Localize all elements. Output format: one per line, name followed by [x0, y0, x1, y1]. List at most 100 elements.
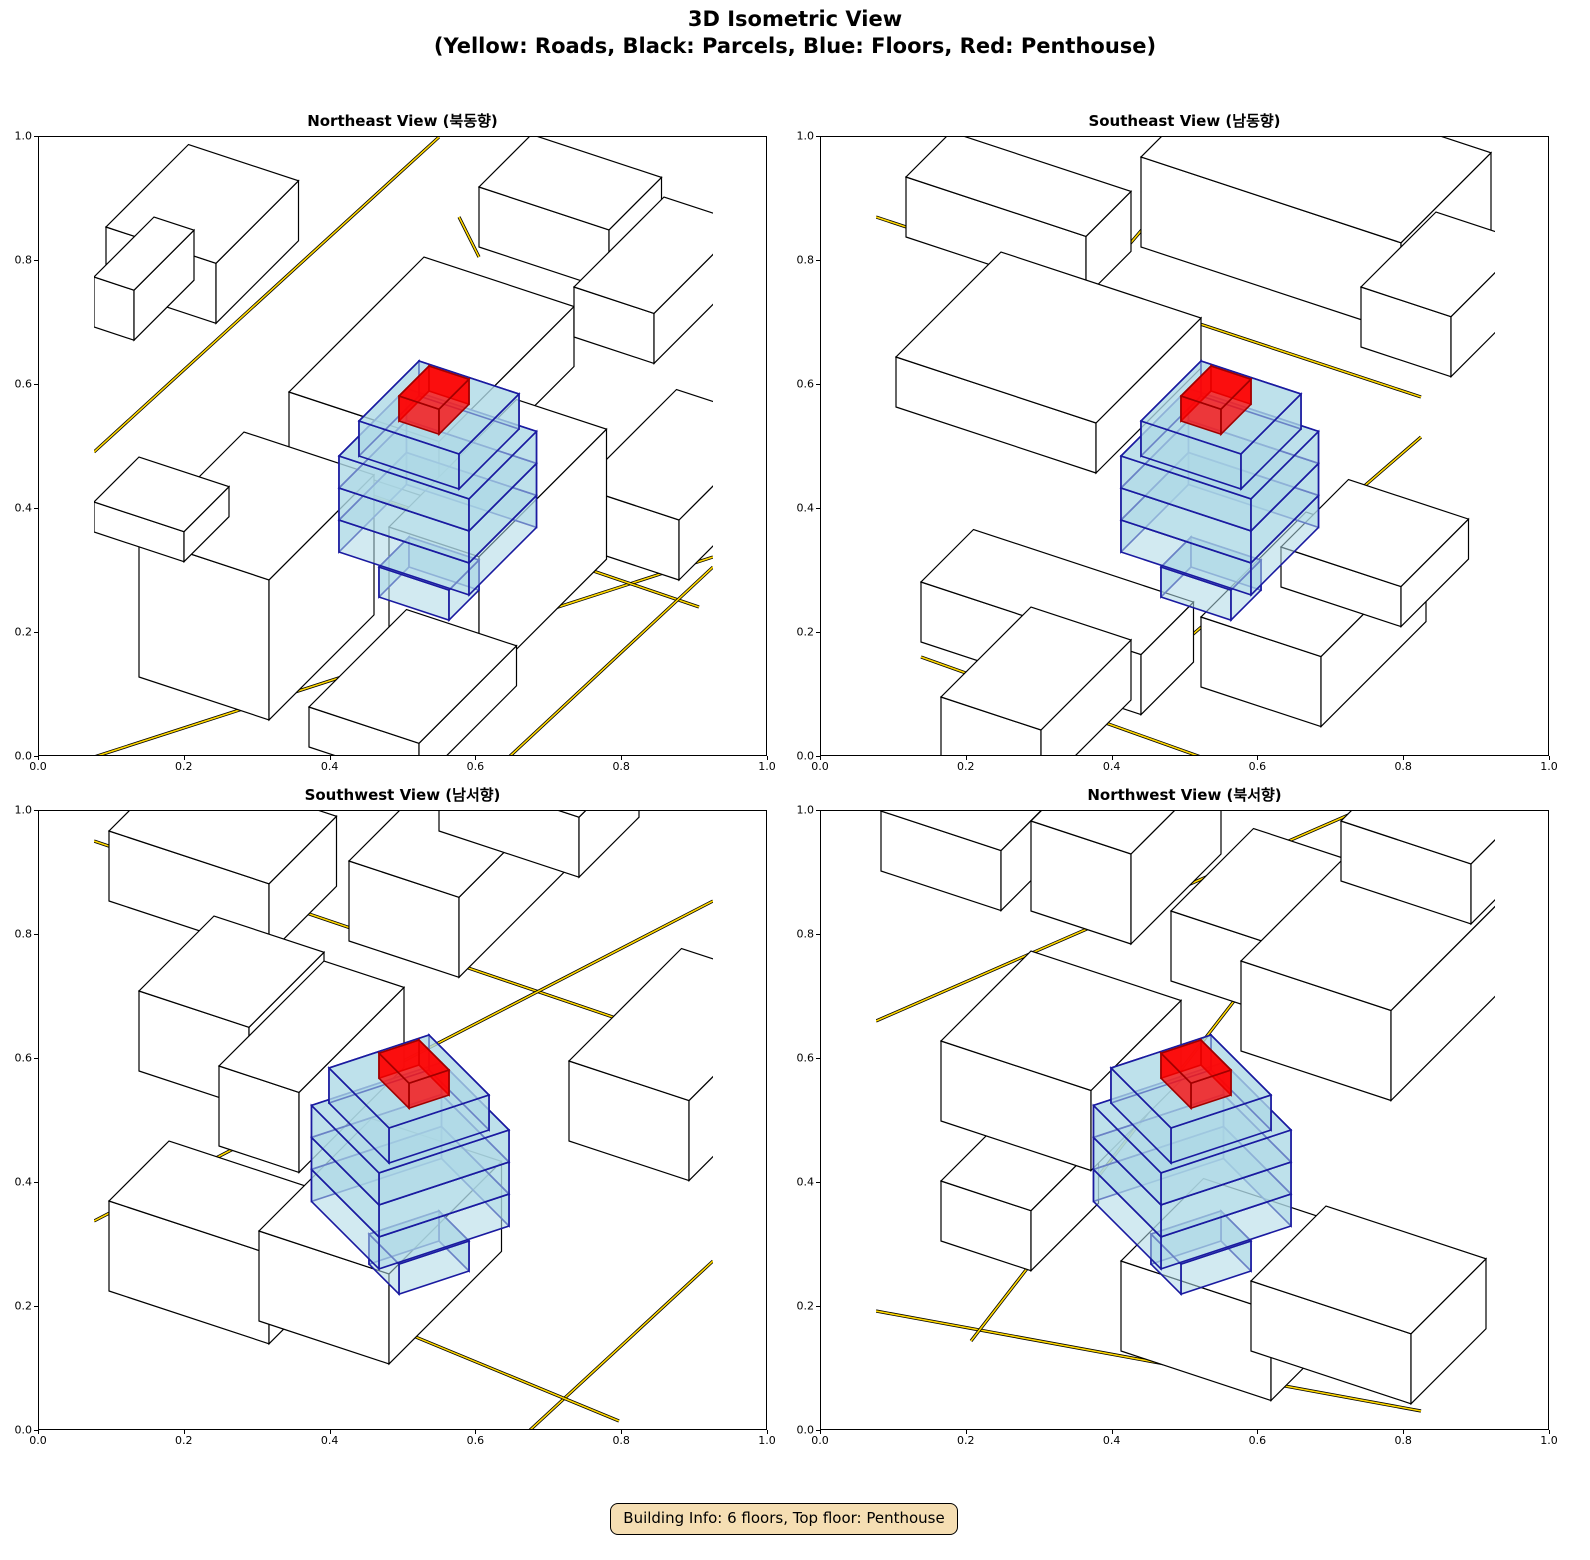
parcel-building: [939, 950, 1183, 1172]
parcel-building: [939, 1112, 1100, 1273]
x-tick-mark: [965, 756, 967, 760]
parcel-building: [438, 811, 640, 879]
panel-title-northwest: Northwest View (북서향): [1087, 786, 1282, 804]
x-tick-mark: [1257, 756, 1259, 760]
x-tick-label: 0.6: [1248, 760, 1267, 773]
x-tick-label: 0.4: [1102, 760, 1121, 773]
y-tick-label: 0.8: [796, 253, 815, 267]
x-tick-mark: [1403, 1430, 1405, 1434]
x-tick-mark: [329, 756, 331, 760]
x-tick-mark: [767, 756, 768, 760]
parcel-building: [1279, 478, 1470, 629]
y-tick-label: 0.0: [14, 1423, 33, 1437]
x-tick-label: 0.4: [320, 1434, 339, 1447]
y-tick-mark: [816, 1430, 820, 1431]
axes-southwest: [38, 810, 767, 1430]
y-tick-mark: [34, 136, 38, 137]
parcel-building: [1339, 811, 1495, 926]
panel-title-southwest: Southwest View (남서향): [304, 786, 501, 804]
x-tick-mark: [1111, 1430, 1113, 1434]
penthouse: [377, 1038, 451, 1111]
x-tick-mark: [1549, 1430, 1550, 1434]
panel-title-southeast: Southeast View (남동향): [1088, 112, 1281, 130]
building-info-box: Building Info: 6 floors, Top floor: Pent…: [610, 1503, 958, 1535]
parcel-building: [94, 216, 196, 342]
y-tick-label: 0.4: [796, 1175, 815, 1189]
parcel-building: [307, 608, 518, 755]
x-tick-mark: [621, 1430, 623, 1434]
y-tick-label: 1.0: [14, 803, 33, 817]
x-tick-mark: [621, 756, 623, 760]
x-tick-label: 0.0: [29, 1434, 47, 1447]
y-tick-label: 0.4: [14, 501, 33, 515]
x-tick-label: 1.0: [758, 760, 776, 773]
y-tick-label: 0.4: [796, 501, 815, 515]
y-tick-mark: [816, 934, 820, 935]
y-tick-mark: [34, 756, 38, 757]
title-line-2: (Yellow: Roads, Black: Parcels, Blue: Fl…: [433, 34, 1157, 58]
x-tick-label: 1.0: [1540, 760, 1558, 773]
x-tick-label: 0.6: [466, 760, 485, 773]
x-tick-label: 0.6: [1248, 1434, 1267, 1447]
x-tick-mark: [183, 1430, 185, 1434]
y-tick-mark: [34, 1182, 38, 1183]
x-tick-label: 0.0: [811, 1434, 829, 1447]
panel-title-northeast: Northeast View (북동향): [307, 112, 498, 130]
y-tick-label: 0.2: [14, 625, 33, 639]
y-tick-label: 0.0: [796, 749, 815, 763]
y-tick-label: 1.0: [796, 129, 815, 143]
parcel-building: [939, 606, 1133, 755]
x-tick-label: 1.0: [758, 1434, 776, 1447]
x-tick-label: 0.8: [1394, 1434, 1412, 1447]
x-tick-label: 0.2: [957, 1434, 975, 1447]
y-tick-mark: [816, 1182, 820, 1183]
y-tick-mark: [34, 508, 38, 509]
y-tick-label: 0.6: [796, 377, 815, 391]
y-tick-mark: [816, 384, 820, 385]
y-tick-mark: [816, 1058, 820, 1059]
parcel-building: [1359, 211, 1495, 379]
penthouse: [397, 364, 471, 437]
x-tick-mark: [183, 756, 185, 760]
parcel-building: [894, 251, 1203, 475]
penthouse: [1179, 364, 1253, 437]
y-tick-mark: [34, 632, 38, 633]
x-tick-mark: [1257, 1430, 1259, 1434]
x-tick-mark: [767, 1430, 768, 1434]
y-tick-label: 0.4: [14, 1175, 33, 1189]
title-line-1: 3D Isometric View: [687, 7, 903, 31]
x-tick-label: 0.6: [466, 1434, 485, 1447]
figure-title: 3D Isometric View (Yellow: Roads, Black:…: [0, 6, 1590, 60]
y-tick-mark: [816, 810, 820, 811]
road-line: [458, 216, 480, 258]
y-tick-mark: [34, 1306, 38, 1307]
axes-northwest: [820, 810, 1549, 1430]
y-tick-label: 0.6: [796, 1051, 815, 1065]
y-tick-label: 0.8: [796, 927, 815, 941]
scene-southwest: [94, 811, 713, 1429]
x-tick-mark: [820, 1430, 821, 1434]
parcel-building: [567, 947, 713, 1183]
x-tick-label: 0.8: [1394, 760, 1412, 773]
y-tick-mark: [34, 934, 38, 935]
y-tick-label: 1.0: [14, 129, 33, 143]
y-tick-mark: [816, 1306, 820, 1307]
y-tick-mark: [34, 384, 38, 385]
y-tick-label: 1.0: [796, 803, 815, 817]
x-tick-mark: [38, 756, 39, 760]
y-tick-mark: [816, 756, 820, 757]
scene-northeast: [94, 137, 713, 755]
axes-northeast: [38, 136, 767, 756]
scene-northwest: [876, 811, 1495, 1413]
y-tick-label: 0.0: [796, 1423, 815, 1437]
x-tick-label: 0.4: [320, 760, 339, 773]
x-tick-label: 0.0: [811, 760, 829, 773]
x-tick-mark: [475, 1430, 477, 1434]
road-line: [94, 137, 440, 453]
y-tick-mark: [34, 260, 38, 261]
x-tick-mark: [965, 1430, 967, 1434]
y-tick-label: 0.8: [14, 253, 33, 267]
y-tick-mark: [34, 1430, 38, 1431]
parcel-building: [572, 196, 713, 365]
